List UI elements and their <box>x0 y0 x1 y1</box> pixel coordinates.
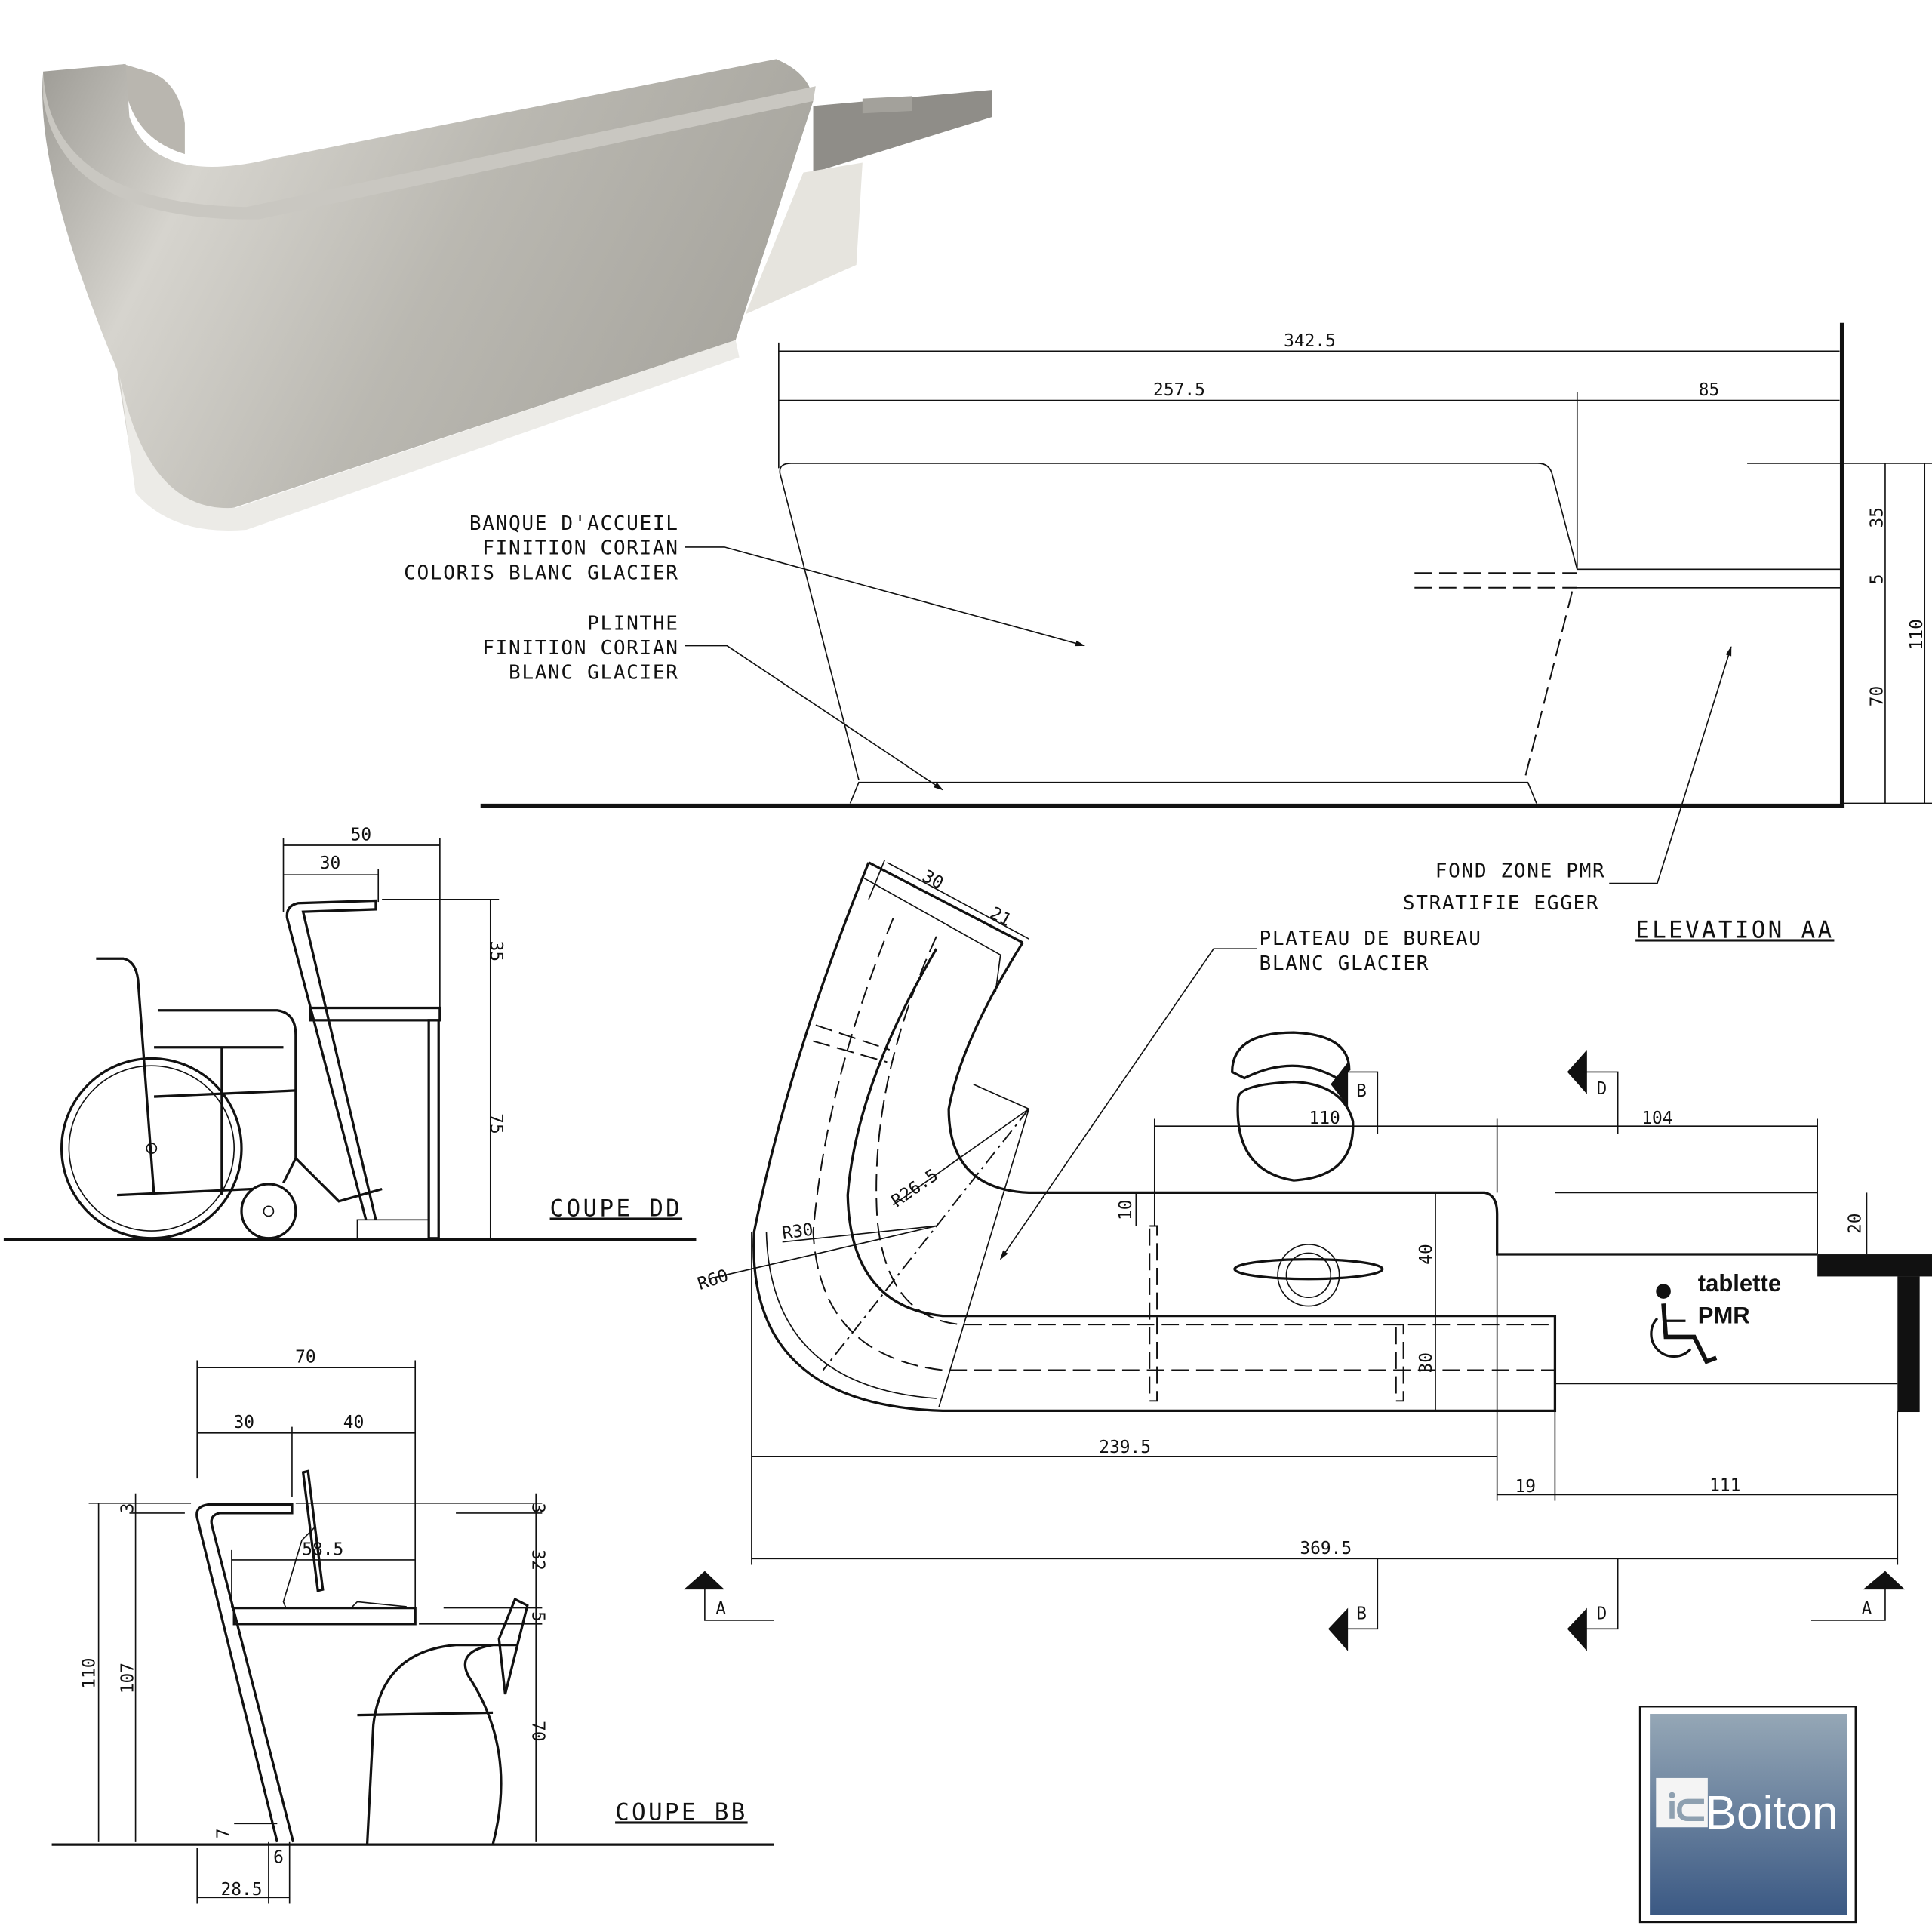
dim-height-total: 110 <box>1907 619 1927 650</box>
label-plinth-1: PLINTHE <box>587 612 678 635</box>
dim-plan-20: 20 <box>1845 1213 1865 1234</box>
dim-right-width: 85 <box>1699 380 1720 400</box>
dim-bb-6: 6 <box>273 1848 284 1868</box>
label-counter-2: FINITION CORIAN <box>482 537 678 560</box>
label-counter-3: COLORIS BLANC GLACIER <box>404 561 678 584</box>
dim-dd-width: 50 <box>351 825 372 844</box>
elevation-title: ELEVATION AA <box>1635 916 1834 943</box>
dim-dd-top: 30 <box>320 854 341 873</box>
label-desktop-1: PLATEAU DE BUREAU <box>1260 928 1482 950</box>
dim-dd-h35: 35 <box>486 941 506 962</box>
label-background-2: STRATIFIE EGGER <box>1403 892 1599 915</box>
section-marker-d-top: D <box>1567 1050 1619 1134</box>
label-background-1: FOND ZONE PMR <box>1435 860 1606 882</box>
wheelchair-icon <box>1650 1284 1718 1364</box>
dim-bb-5: 5 <box>528 1611 547 1622</box>
dim-bb-3-right: 3 <box>528 1503 547 1513</box>
dim-bb-32: 32 <box>528 1549 547 1571</box>
dim-bb-28: 28.5 <box>220 1880 262 1900</box>
section-marker-a-right: A <box>1811 1571 1906 1621</box>
elevation-aa: 342.5 257.5 85 35 5 70 110 BANQUE D'ACCU… <box>404 322 1932 943</box>
coupe-dd: 50 30 35 75 COUPE DD <box>3 825 697 1241</box>
dim-bb-30: 30 <box>234 1413 255 1432</box>
pmr-label-2: PMR <box>1698 1302 1750 1328</box>
coupe-dd-title: COUPE DD <box>550 1195 683 1222</box>
icboiton-logo: Boiton <box>1638 1706 1857 1924</box>
label-plinth-3: BLANC GLACIER <box>509 662 679 685</box>
dim-plan-239: 239.5 <box>1099 1438 1151 1457</box>
dim-plan-30: 30 <box>1417 1352 1436 1374</box>
counter-3d-render <box>42 59 992 531</box>
svg-text:D: D <box>1597 1604 1607 1623</box>
svg-text:A: A <box>715 1599 726 1619</box>
chair-drawing <box>357 1597 529 1845</box>
dim-plan-369: 369.5 <box>1300 1539 1352 1558</box>
dim-bb-40: 40 <box>343 1413 365 1432</box>
dim-r30: R30 <box>781 1220 814 1244</box>
dim-plan-104: 104 <box>1641 1109 1672 1128</box>
dim-bb-70: 70 <box>295 1348 316 1367</box>
section-marker-b-top: B <box>1331 1062 1379 1134</box>
label-counter-1: BANQUE D'ACCUEIL <box>469 512 679 535</box>
dim-left-width: 257.5 <box>1153 380 1205 400</box>
svg-text:D: D <box>1597 1079 1607 1099</box>
chair-plan-icon-2 <box>1233 1244 1384 1307</box>
dim-bb-3-left: 3 <box>118 1503 137 1513</box>
chair-plan-icon <box>1231 1031 1355 1182</box>
pmr-tablet <box>1817 1254 1932 1413</box>
plan-view: R26.5 R30 R60 30 21 PLATEAU DE BUREAU BL… <box>684 860 1932 1651</box>
dim-bb-7: 7 <box>214 1829 234 1839</box>
label-plinth-2: FINITION CORIAN <box>482 637 678 660</box>
dim-plan-40: 40 <box>1417 1244 1436 1265</box>
svg-text:A: A <box>1862 1599 1872 1619</box>
logo-wordmark: Boiton <box>1706 1787 1838 1839</box>
dim-plan-19: 19 <box>1515 1477 1536 1497</box>
dim-height-mid: 5 <box>1868 574 1887 584</box>
dim-dd-h75: 75 <box>486 1113 506 1134</box>
dim-height-top: 35 <box>1868 507 1887 528</box>
section-marker-a-left: A <box>684 1571 774 1621</box>
coupe-bb-title: COUPE BB <box>615 1798 748 1826</box>
pmr-label-1: tablette <box>1698 1270 1781 1297</box>
svg-text:B: B <box>1356 1604 1367 1623</box>
dim-bb-110: 110 <box>80 1658 100 1689</box>
dim-bb-70h: 70 <box>528 1721 547 1742</box>
coupe-bb: 70 30 40 58.5 110 107 3 3 32 5 70 <box>51 1348 774 1904</box>
section-marker-b-bottom: B <box>1328 1558 1379 1651</box>
dim-r60: R60 <box>695 1266 731 1294</box>
label-desktop-2: BLANC GLACIER <box>1260 952 1430 975</box>
dim-bb-107: 107 <box>118 1663 137 1694</box>
dim-bb-58: 58.5 <box>302 1540 343 1559</box>
svg-text:B: B <box>1356 1081 1367 1101</box>
dim-height-low: 70 <box>1868 686 1887 707</box>
dim-total-width: 342.5 <box>1284 331 1336 351</box>
section-marker-d-bottom: D <box>1567 1558 1619 1651</box>
dim-plan-111: 111 <box>1709 1476 1740 1496</box>
dim-r26: R26.5 <box>888 1165 942 1211</box>
dim-plan-10: 10 <box>1116 1200 1136 1221</box>
dim-plan-110: 110 <box>1309 1109 1340 1128</box>
